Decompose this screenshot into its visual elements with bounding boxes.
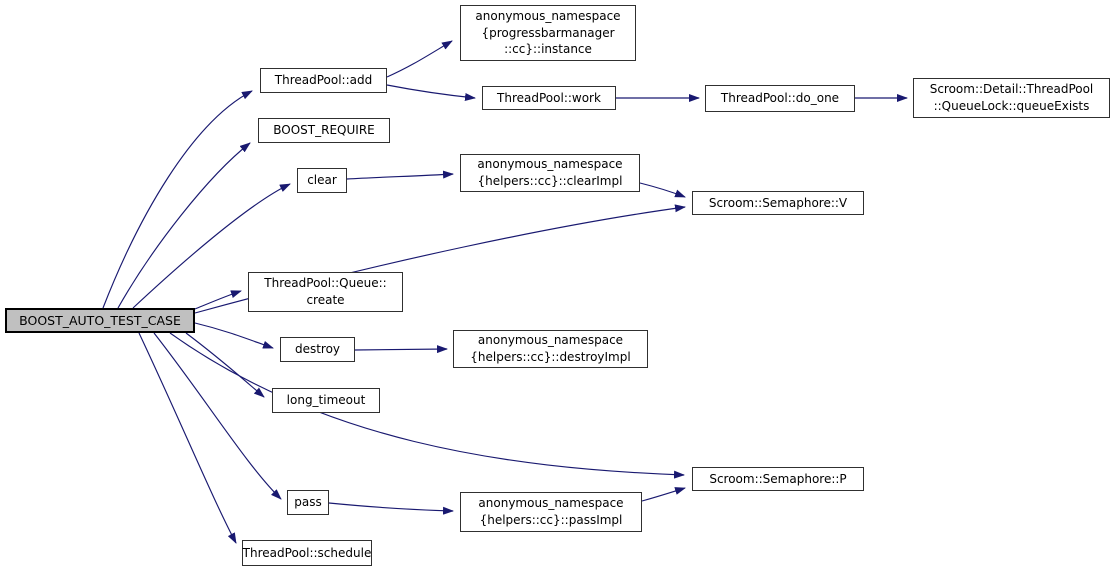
graph-node-semaphore-p[interactable]: Scroom::Semaphore::P: [692, 467, 864, 491]
edge-destroy-to-destroy-impl: [354, 345, 448, 354]
graph-node-queuelock-queueexists[interactable]: Scroom::Detail::ThreadPool ::QueueLock::…: [913, 78, 1110, 118]
graph-node-threadpool-do-one[interactable]: ThreadPool::do_one: [705, 85, 855, 112]
graph-node-clear-impl[interactable]: anonymous_namespace {helpers::cc}::clear…: [460, 154, 640, 192]
graph-node-pass-impl[interactable]: anonymous_namespace {helpers::cc}::passI…: [460, 492, 642, 532]
edge-boost-auto-test-case-to-queue-create: [194, 290, 242, 310]
edge-boost-auto-test-case-to-clear: [132, 183, 291, 309]
graph-node-progressbar-instance[interactable]: anonymous_namespace {progressbarmanager …: [460, 5, 636, 61]
graph-node-threadpool-work[interactable]: ThreadPool::work: [482, 86, 616, 110]
graph-node-long-timeout[interactable]: long_timeout: [272, 388, 380, 413]
graph-node-boost-require[interactable]: BOOST_REQUIRE: [258, 118, 390, 143]
edge-clear-impl-to-semaphore-v: [639, 182, 686, 198]
edge-clear-to-clear-impl: [346, 170, 454, 180]
graph-node-semaphore-v[interactable]: Scroom::Semaphore::V: [692, 191, 864, 215]
edge-boost-auto-test-case-to-long-timeout: [185, 332, 265, 398]
graph-node-clear[interactable]: clear: [297, 168, 347, 193]
edge-threadpool-add-to-progressbar-instance: [386, 40, 453, 78]
graph-node-destroy[interactable]: destroy: [280, 337, 355, 362]
edge-boost-auto-test-case-to-semaphore-p: [169, 332, 685, 479]
edge-boost-auto-test-case-to-destroy: [194, 322, 274, 349]
edge-pass-to-pass-impl: [328, 502, 454, 515]
graph-node-threadpool-schedule[interactable]: ThreadPool::schedule: [242, 540, 372, 566]
graph-node-queue-create[interactable]: ThreadPool::Queue:: create: [248, 272, 403, 312]
edge-boost-auto-test-case-to-pass: [153, 332, 282, 500]
edge-boost-auto-test-case-to-threadpool-schedule: [138, 332, 237, 544]
edge-pass-impl-to-semaphore-p: [641, 487, 686, 502]
graph-node-threadpool-add[interactable]: ThreadPool::add: [260, 68, 387, 93]
graph-node-pass[interactable]: pass: [287, 490, 329, 515]
graph-node-boost-auto-test-case[interactable]: BOOST_AUTO_TEST_CASE: [5, 308, 195, 333]
edge-boost-auto-test-case-to-boost-require: [117, 142, 251, 309]
edge-threadpool-add-to-threadpool-work: [386, 84, 476, 101]
edge-boost-auto-test-case-to-threadpool-add: [102, 90, 253, 309]
graph-node-destroy-impl[interactable]: anonymous_namespace {helpers::cc}::destr…: [453, 330, 648, 368]
